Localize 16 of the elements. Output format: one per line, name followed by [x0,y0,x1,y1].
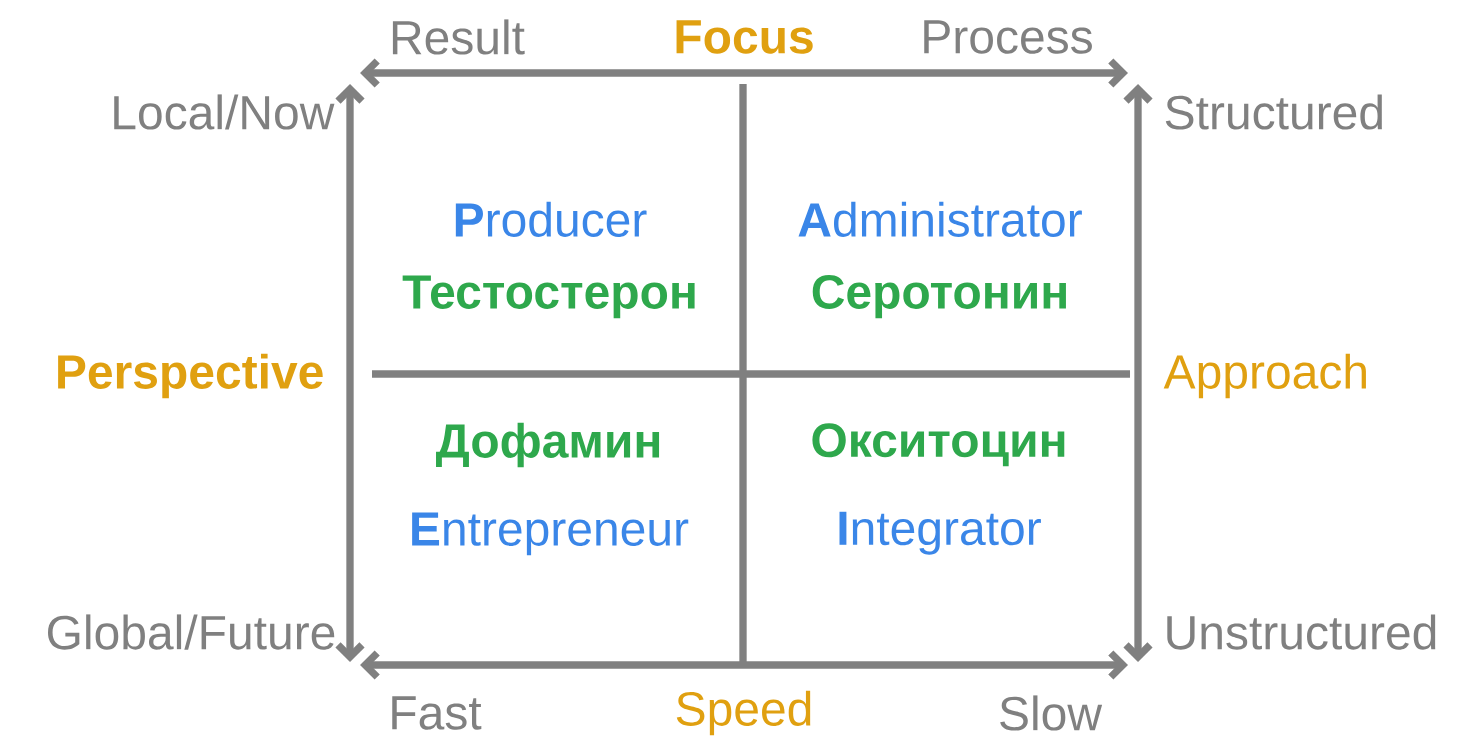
axis-label: Unstructured [1167,614,1436,650]
axis-label: Fast [392,696,482,730]
axis-label: Structured [1165,94,1382,130]
axis-label: Slow [1000,695,1103,731]
axis-label: Result [392,19,525,55]
quadrant-text: Окситоцин Integrator [812,423,1065,555]
axis-label: Local/Now [114,94,335,130]
axis-label: Focus [676,20,813,54]
quadrant-text: Administrator Серотонин [798,201,1082,319]
quadrant-text: Дофамин Entrepreneur [412,422,689,556]
axis-label: Global/Future [48,614,335,650]
axis-label: Speed [676,690,811,736]
axis-label: Approach [1163,353,1366,399]
axis-label: Process [924,20,1092,54]
axis-label: Perspective [58,353,323,399]
quadrant-text: Producer Тестостерон [402,201,695,319]
